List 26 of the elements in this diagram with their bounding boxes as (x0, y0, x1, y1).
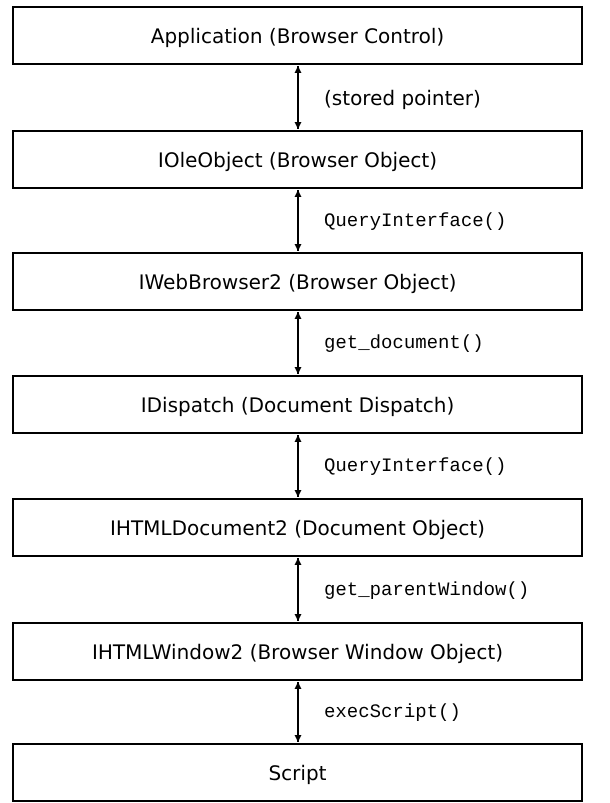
double-arrow (294, 66, 302, 129)
double-arrow (294, 682, 302, 742)
double-arrow (294, 558, 302, 621)
edge-label: get_parentWindow() (324, 578, 530, 600)
box-label: IHTMLWindow2 (Browser Window Object) (92, 640, 503, 664)
edge-label: (stored pointer) (324, 86, 481, 110)
box-label: IWebBrowser2 (Browser Object) (138, 270, 456, 294)
box-label: IHTMLDocument2 (Document Object) (110, 516, 485, 540)
interface-box (12, 498, 583, 557)
interface-box (12, 622, 583, 681)
box-label: IDispatch (Document Dispatch) (140, 392, 454, 416)
double-arrow (294, 190, 302, 251)
edge-label: execScript() (324, 701, 461, 723)
box-label: IOleObject (Browser Object) (158, 148, 438, 172)
interface-box (12, 252, 583, 311)
box-label: Application (Browser Control) (150, 24, 444, 48)
interface-box (12, 130, 583, 189)
edge-label: QueryInterface() (324, 455, 506, 477)
interface-box (12, 375, 583, 434)
box-label: Script (268, 760, 326, 784)
double-arrow (294, 312, 302, 374)
edge-label: get_document() (324, 332, 484, 354)
double-arrow (294, 435, 302, 497)
interface-box (12, 6, 583, 65)
edge-label: QueryInterface() (324, 210, 506, 232)
interface-box (12, 743, 583, 802)
